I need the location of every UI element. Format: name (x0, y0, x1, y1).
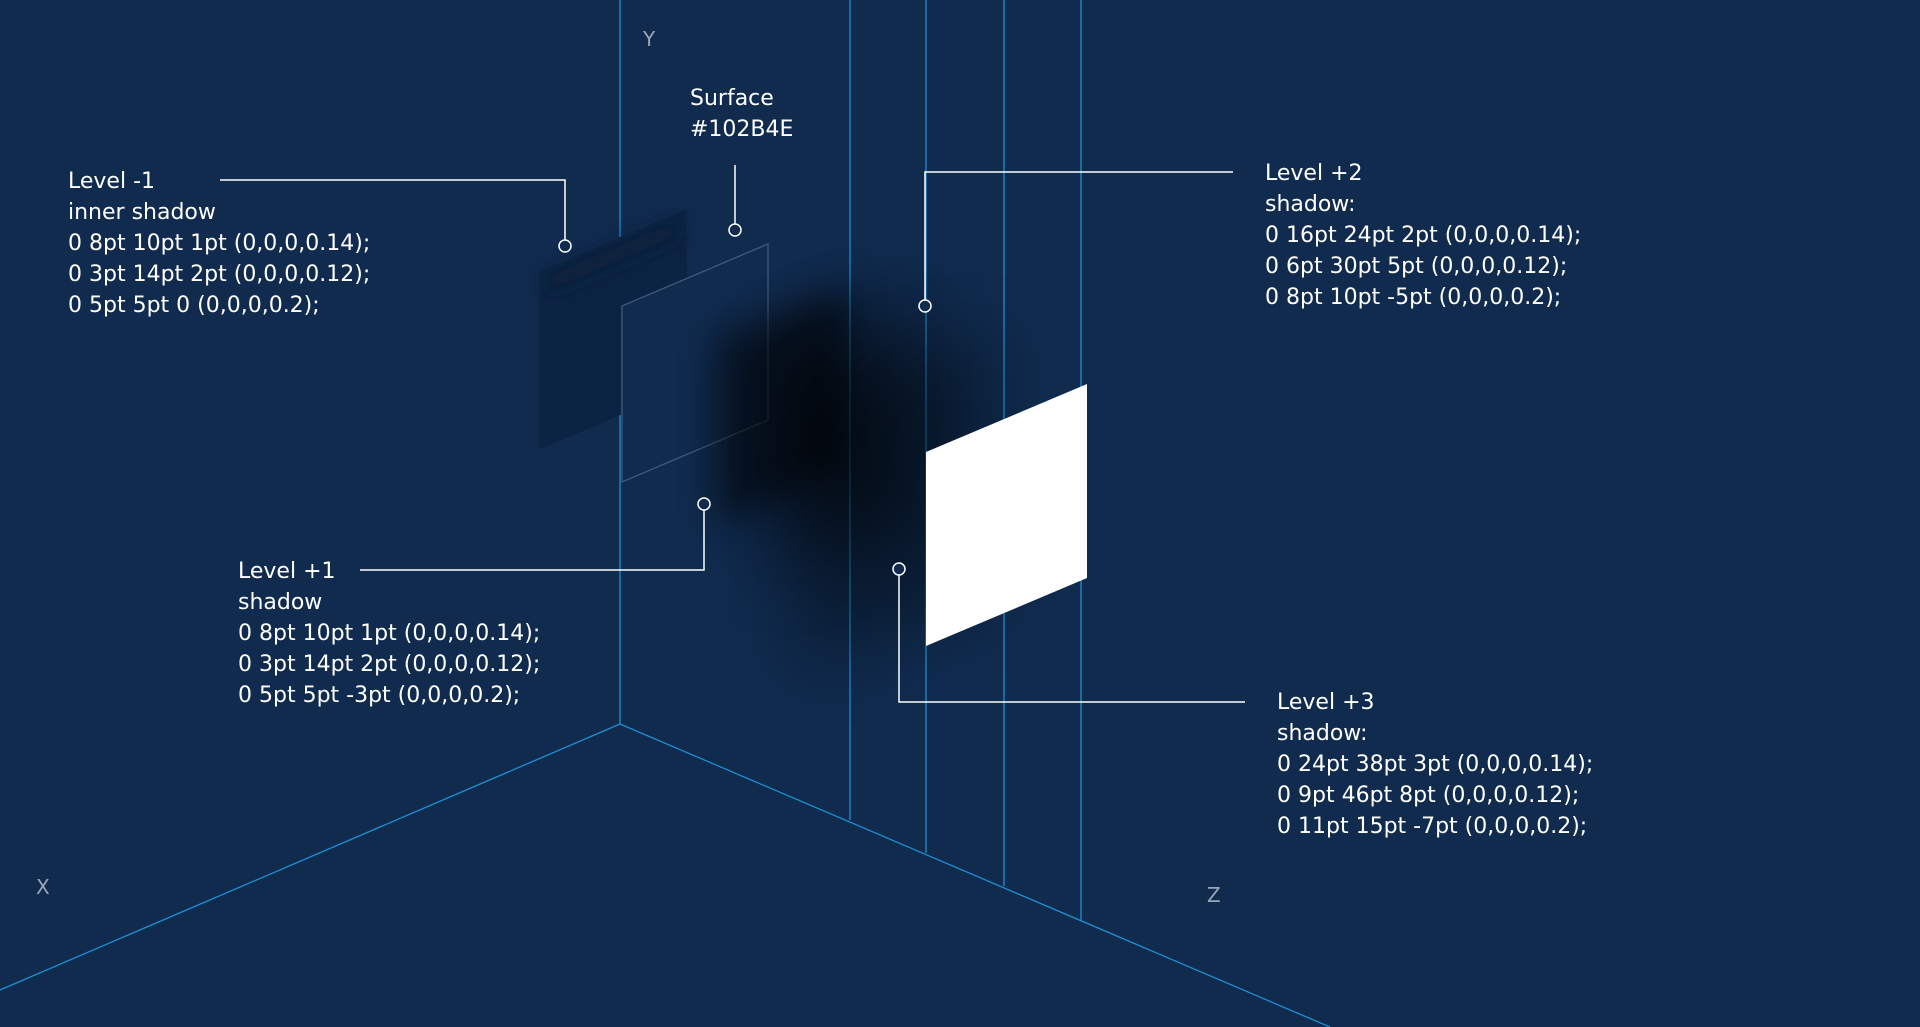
callout-line: shadow: (1265, 192, 1356, 217)
dot-level-plus-1 (697, 497, 711, 511)
leader-level-plus-3 (898, 569, 1245, 703)
dot-level-plus-3 (892, 562, 906, 576)
callout-level-plus-3: Level +3 shadow: 0 24pt 38pt 3pt (0,0,0,… (1277, 690, 1600, 839)
level-plus-3-card (926, 384, 1087, 646)
callout-line: 0 5pt 5pt -3pt (0,0,0,0.2); (238, 683, 520, 708)
callout-line: shadow (238, 590, 322, 615)
callout-line: 0 16pt 24pt 2pt (0,0,0,0.14); (1265, 223, 1581, 248)
callout-line: #102B4E (690, 117, 793, 142)
leader-lines (220, 165, 1245, 703)
y-axis-label: Y (642, 27, 656, 51)
callout-line: 0 8pt 10pt 1pt (0,0,0,0.14); (68, 231, 370, 256)
leader-level-plus-2 (924, 171, 1233, 306)
callout-line: 0 24pt 38pt 3pt (0,0,0,0.14); (1277, 752, 1593, 777)
callout-line: Level +3 (1277, 690, 1375, 715)
leader-level-minus-1 (220, 179, 566, 246)
dot-level-minus-1 (558, 239, 572, 253)
callout-line: 0 6pt 30pt 5pt (0,0,0,0.12); (1265, 254, 1567, 279)
dot-level-plus-2 (918, 299, 932, 313)
callout-surface: Surface #102B4E (690, 86, 793, 142)
callout-line: inner shadow (68, 200, 216, 225)
callout-line: 0 8pt 10pt -5pt (0,0,0,0.2); (1265, 285, 1561, 310)
z-axis-label: Z (1207, 883, 1221, 907)
callout-level-plus-2: Level +2 shadow: 0 16pt 24pt 2pt (0,0,0,… (1265, 161, 1588, 310)
callout-line: 0 5pt 5pt 0 (0,0,0,0.2); (68, 293, 320, 318)
leader-level-plus-1 (360, 504, 705, 571)
callout-level-minus-1: Level -1 inner shadow 0 8pt 10pt 1pt (0,… (68, 169, 377, 318)
leader-dots (558, 223, 932, 576)
callout-line: Level +2 (1265, 161, 1363, 186)
callout-line: 0 3pt 14pt 2pt (0,0,0,0.12); (238, 652, 540, 677)
callout-line: 0 11pt 15pt -7pt (0,0,0,0.2); (1277, 814, 1587, 839)
callout-line: Level -1 (68, 169, 155, 194)
callout-line: Level +1 (238, 559, 336, 584)
dot-surface (728, 223, 742, 237)
callout-line: 0 3pt 14pt 2pt (0,0,0,0.12); (68, 262, 370, 287)
x-axis-label: X (36, 875, 50, 899)
x-floor-line (0, 723, 621, 991)
callout-level-plus-1: Level +1 shadow 0 8pt 10pt 1pt (0,0,0,0.… (238, 559, 547, 708)
callout-line: shadow: (1277, 721, 1368, 746)
z-floor-line (619, 723, 1331, 1027)
callout-line: Surface (690, 86, 774, 111)
callout-line: 0 8pt 10pt 1pt (0,0,0,0.14); (238, 621, 540, 646)
callout-line: 0 9pt 46pt 8pt (0,0,0,0.12); (1277, 783, 1579, 808)
